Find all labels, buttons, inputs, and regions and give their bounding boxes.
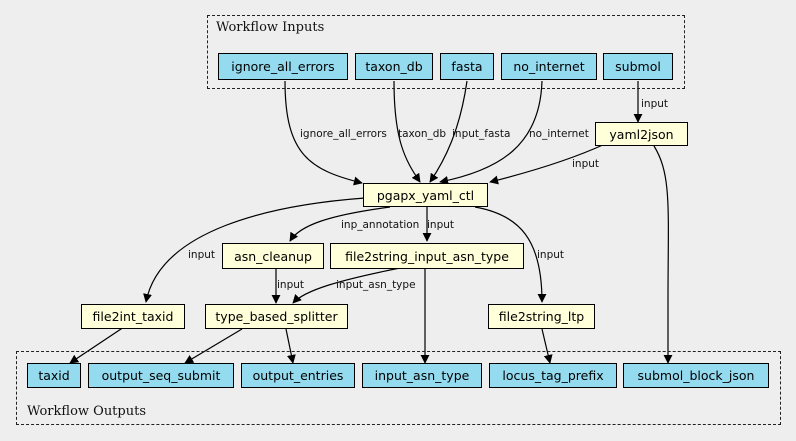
input-ignore-all-errors[interactable]: ignore_all_errors [218, 53, 348, 80]
edge-label-taxon-db: taxon_db [398, 128, 447, 140]
step-type-based-splitter[interactable]: type_based_splitter [205, 304, 348, 329]
input-no-internet[interactable]: no_internet [501, 53, 597, 80]
edge-splitter-seqsubmit [184, 328, 243, 364]
edge-ignore-ctl [284, 80, 363, 186]
output-taxid[interactable]: taxid [27, 363, 81, 388]
input-taxon-db[interactable]: taxon_db [355, 53, 433, 80]
workflow-inputs-label: Workflow Inputs [216, 20, 325, 35]
edge-label-ctl-input-ltp: input [537, 249, 565, 261]
edge-taxid-taxid [69, 326, 125, 364]
step-pgapx-yaml-ctl[interactable]: pgapx_yaml_ctl [363, 183, 488, 207]
edge-label-inp-annotation: inp_annotation [341, 219, 420, 231]
edge-nointernet-ctl [439, 80, 543, 185]
edge-fasta-ctl [429, 80, 468, 183]
edge-label-submol-input: input [641, 98, 669, 110]
edge-label-ignore-all-errors: ignore_all_errors [300, 128, 387, 140]
step-file2int-taxid[interactable]: file2int_taxid [81, 304, 185, 329]
workflow-inputs-cluster [207, 15, 685, 89]
step-yaml2json[interactable]: yaml2json [595, 122, 688, 146]
edge-splitter-entries [285, 328, 296, 364]
edge-ctl-taxid [143, 197, 366, 303]
edge-taxondb-ctl [393, 80, 421, 183]
edge-file2string-splitter [292, 267, 401, 304]
edge-yaml2json-ctl [489, 143, 606, 185]
edge-label-ctl-input-taxid: input [188, 249, 216, 261]
step-file2string-input-asn-type[interactable]: file2string_input_asn_type [330, 243, 524, 269]
workflow-outputs-label: Workflow Outputs [27, 404, 146, 419]
edge-label-no-internet: no_internet [529, 128, 589, 140]
output-locus-tag-prefix[interactable]: locus_tag_prefix [489, 363, 617, 388]
output-seq-submit[interactable]: output_seq_submit [88, 363, 234, 388]
edge-label-cleanup-input: input [277, 279, 305, 291]
input-fasta[interactable]: fasta [440, 53, 494, 80]
output-submol-block-json[interactable]: submol_block_json [623, 363, 769, 388]
edge-label-yaml-input: input [572, 158, 600, 170]
edge-label-ctl-input-asn: input [427, 219, 455, 231]
output-entries[interactable]: output_entries [241, 363, 355, 388]
output-input-asn-type[interactable]: input_asn_type [362, 363, 482, 388]
edge-label-input-asn-type: input_asn_type [336, 279, 416, 291]
step-asn-cleanup[interactable]: asn_cleanup [222, 243, 324, 269]
edge-yaml2json-submolblock [653, 145, 673, 364]
edge-ctl-ltp [474, 206, 547, 303]
edge-ltp-locustag [541, 328, 553, 364]
edge-label-input-fasta: input_fasta [452, 128, 511, 140]
edge-ctl-asncleanup [289, 206, 391, 242]
workflow-outputs-cluster [16, 351, 781, 425]
input-submol[interactable]: submol [603, 53, 673, 80]
step-file2string-ltp[interactable]: file2string_ltp [488, 304, 595, 329]
